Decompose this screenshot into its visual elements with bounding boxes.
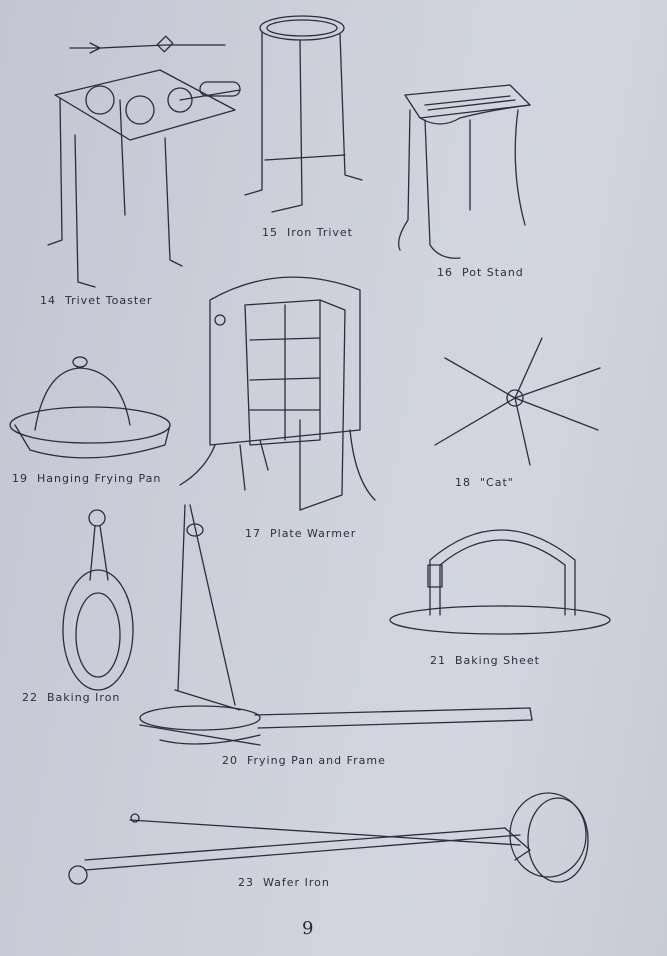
figure-number: 18 (455, 476, 471, 489)
figure-number: 19 (12, 472, 28, 485)
caption-17: 17 Plate Warmer (245, 527, 356, 540)
page-number: 9 (302, 918, 314, 939)
caption-22: 22 Baking Iron (22, 691, 120, 704)
figure-number: 14 (40, 294, 56, 307)
caption-18: 18 "Cat" (455, 476, 514, 489)
caption-21: 21 Baking Sheet (430, 654, 540, 667)
caption-14: 14 Trivet Toaster (40, 294, 152, 307)
caption-19: 19 Hanging Frying Pan (12, 472, 161, 485)
hanging-frying-pan-drawing (9, 356, 171, 459)
figure-number: 15 (262, 226, 278, 239)
plate-warmer-drawing (179, 276, 376, 511)
figure-number: 21 (430, 654, 446, 667)
caption-16: 16 Pot Stand (437, 266, 524, 279)
pot-stand-drawing (397, 84, 531, 259)
figure-number: 22 (22, 691, 38, 704)
figure-number: 16 (437, 266, 453, 279)
frying-pan-and-frame-drawing (139, 504, 533, 746)
iron-trivet-drawing (244, 15, 363, 213)
baking-sheet-drawing (389, 529, 611, 635)
figure-caption: Baking Iron (47, 691, 121, 704)
figure-caption: Baking Sheet (455, 654, 540, 667)
figure-caption: Frying Pan and Frame (247, 754, 386, 767)
caption-15: 15 Iron Trivet (262, 226, 353, 239)
figure-number: 20 (222, 754, 238, 767)
trivet-toaster-drawing (47, 35, 241, 288)
figure-caption: Wafer Iron (263, 876, 330, 889)
caption-23: 23 Wafer Iron (238, 876, 330, 889)
baking-iron-drawing (62, 509, 134, 691)
wafer-iron-drawing (68, 792, 589, 885)
figure-caption: Iron Trivet (287, 226, 353, 239)
cat-drawing (434, 337, 601, 466)
figure-number: 17 (245, 527, 261, 540)
figure-caption: Pot Stand (462, 266, 524, 279)
figure-caption: "Cat" (480, 476, 514, 489)
figure-number: 23 (238, 876, 254, 889)
caption-20: 20 Frying Pan and Frame (222, 754, 386, 767)
figure-caption: Plate Warmer (270, 527, 357, 540)
figure-caption: Hanging Frying Pan (37, 472, 162, 485)
figure-caption: Trivet Toaster (65, 294, 153, 307)
